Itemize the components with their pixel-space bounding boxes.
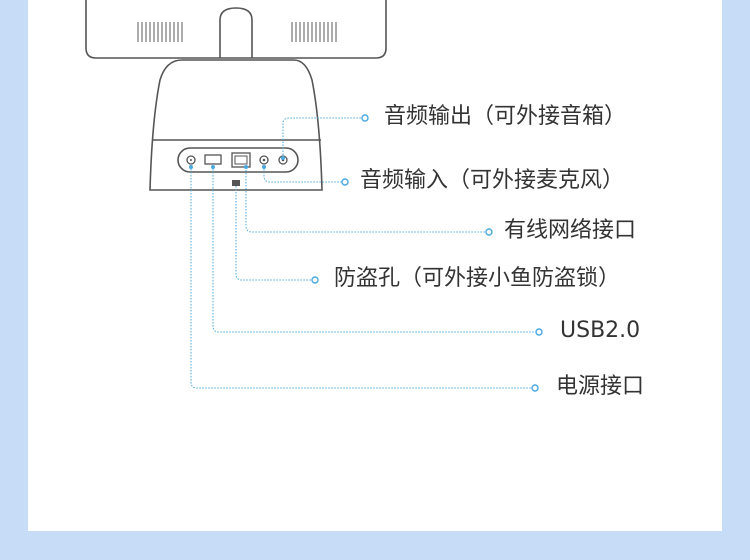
leader-end-lock <box>311 276 319 284</box>
label-lock: 防盗孔（可外接小鱼防盗锁） <box>334 266 621 291</box>
device-neck <box>219 7 253 58</box>
leader-end-usb <box>535 328 543 336</box>
ethernet-port-icon <box>231 152 251 168</box>
label-ethernet: 有线网络接口 <box>504 218 637 243</box>
label-power: 电源接口 <box>556 374 645 399</box>
label-audio-out: 音频输出（可外接音箱） <box>384 104 627 129</box>
leader-power <box>190 166 532 389</box>
leader-end-audio-out <box>361 114 369 122</box>
leader-usb <box>212 166 536 333</box>
label-usb: USB2.0 <box>560 318 641 343</box>
content-card <box>28 0 722 531</box>
device-base <box>149 59 323 191</box>
leader-lock <box>235 186 312 281</box>
leader-end-ethernet <box>485 228 493 236</box>
device-screen-outline <box>85 0 387 59</box>
lock-slot-icon <box>232 180 240 186</box>
port-panel <box>177 147 299 173</box>
leader-end-power <box>531 384 539 392</box>
left-vent-grille <box>137 22 183 42</box>
usb-port-icon <box>204 154 222 165</box>
leader-end-audio-in <box>341 178 349 186</box>
right-vent-grille <box>291 22 337 42</box>
leader-audio-out <box>282 117 362 158</box>
audio-in-jack-icon <box>259 155 269 165</box>
label-audio-in: 音频输入（可外接麦克风） <box>360 168 625 193</box>
power-port-icon <box>186 155 196 165</box>
leader-audio-in <box>263 166 342 183</box>
leader-ethernet <box>245 167 486 233</box>
